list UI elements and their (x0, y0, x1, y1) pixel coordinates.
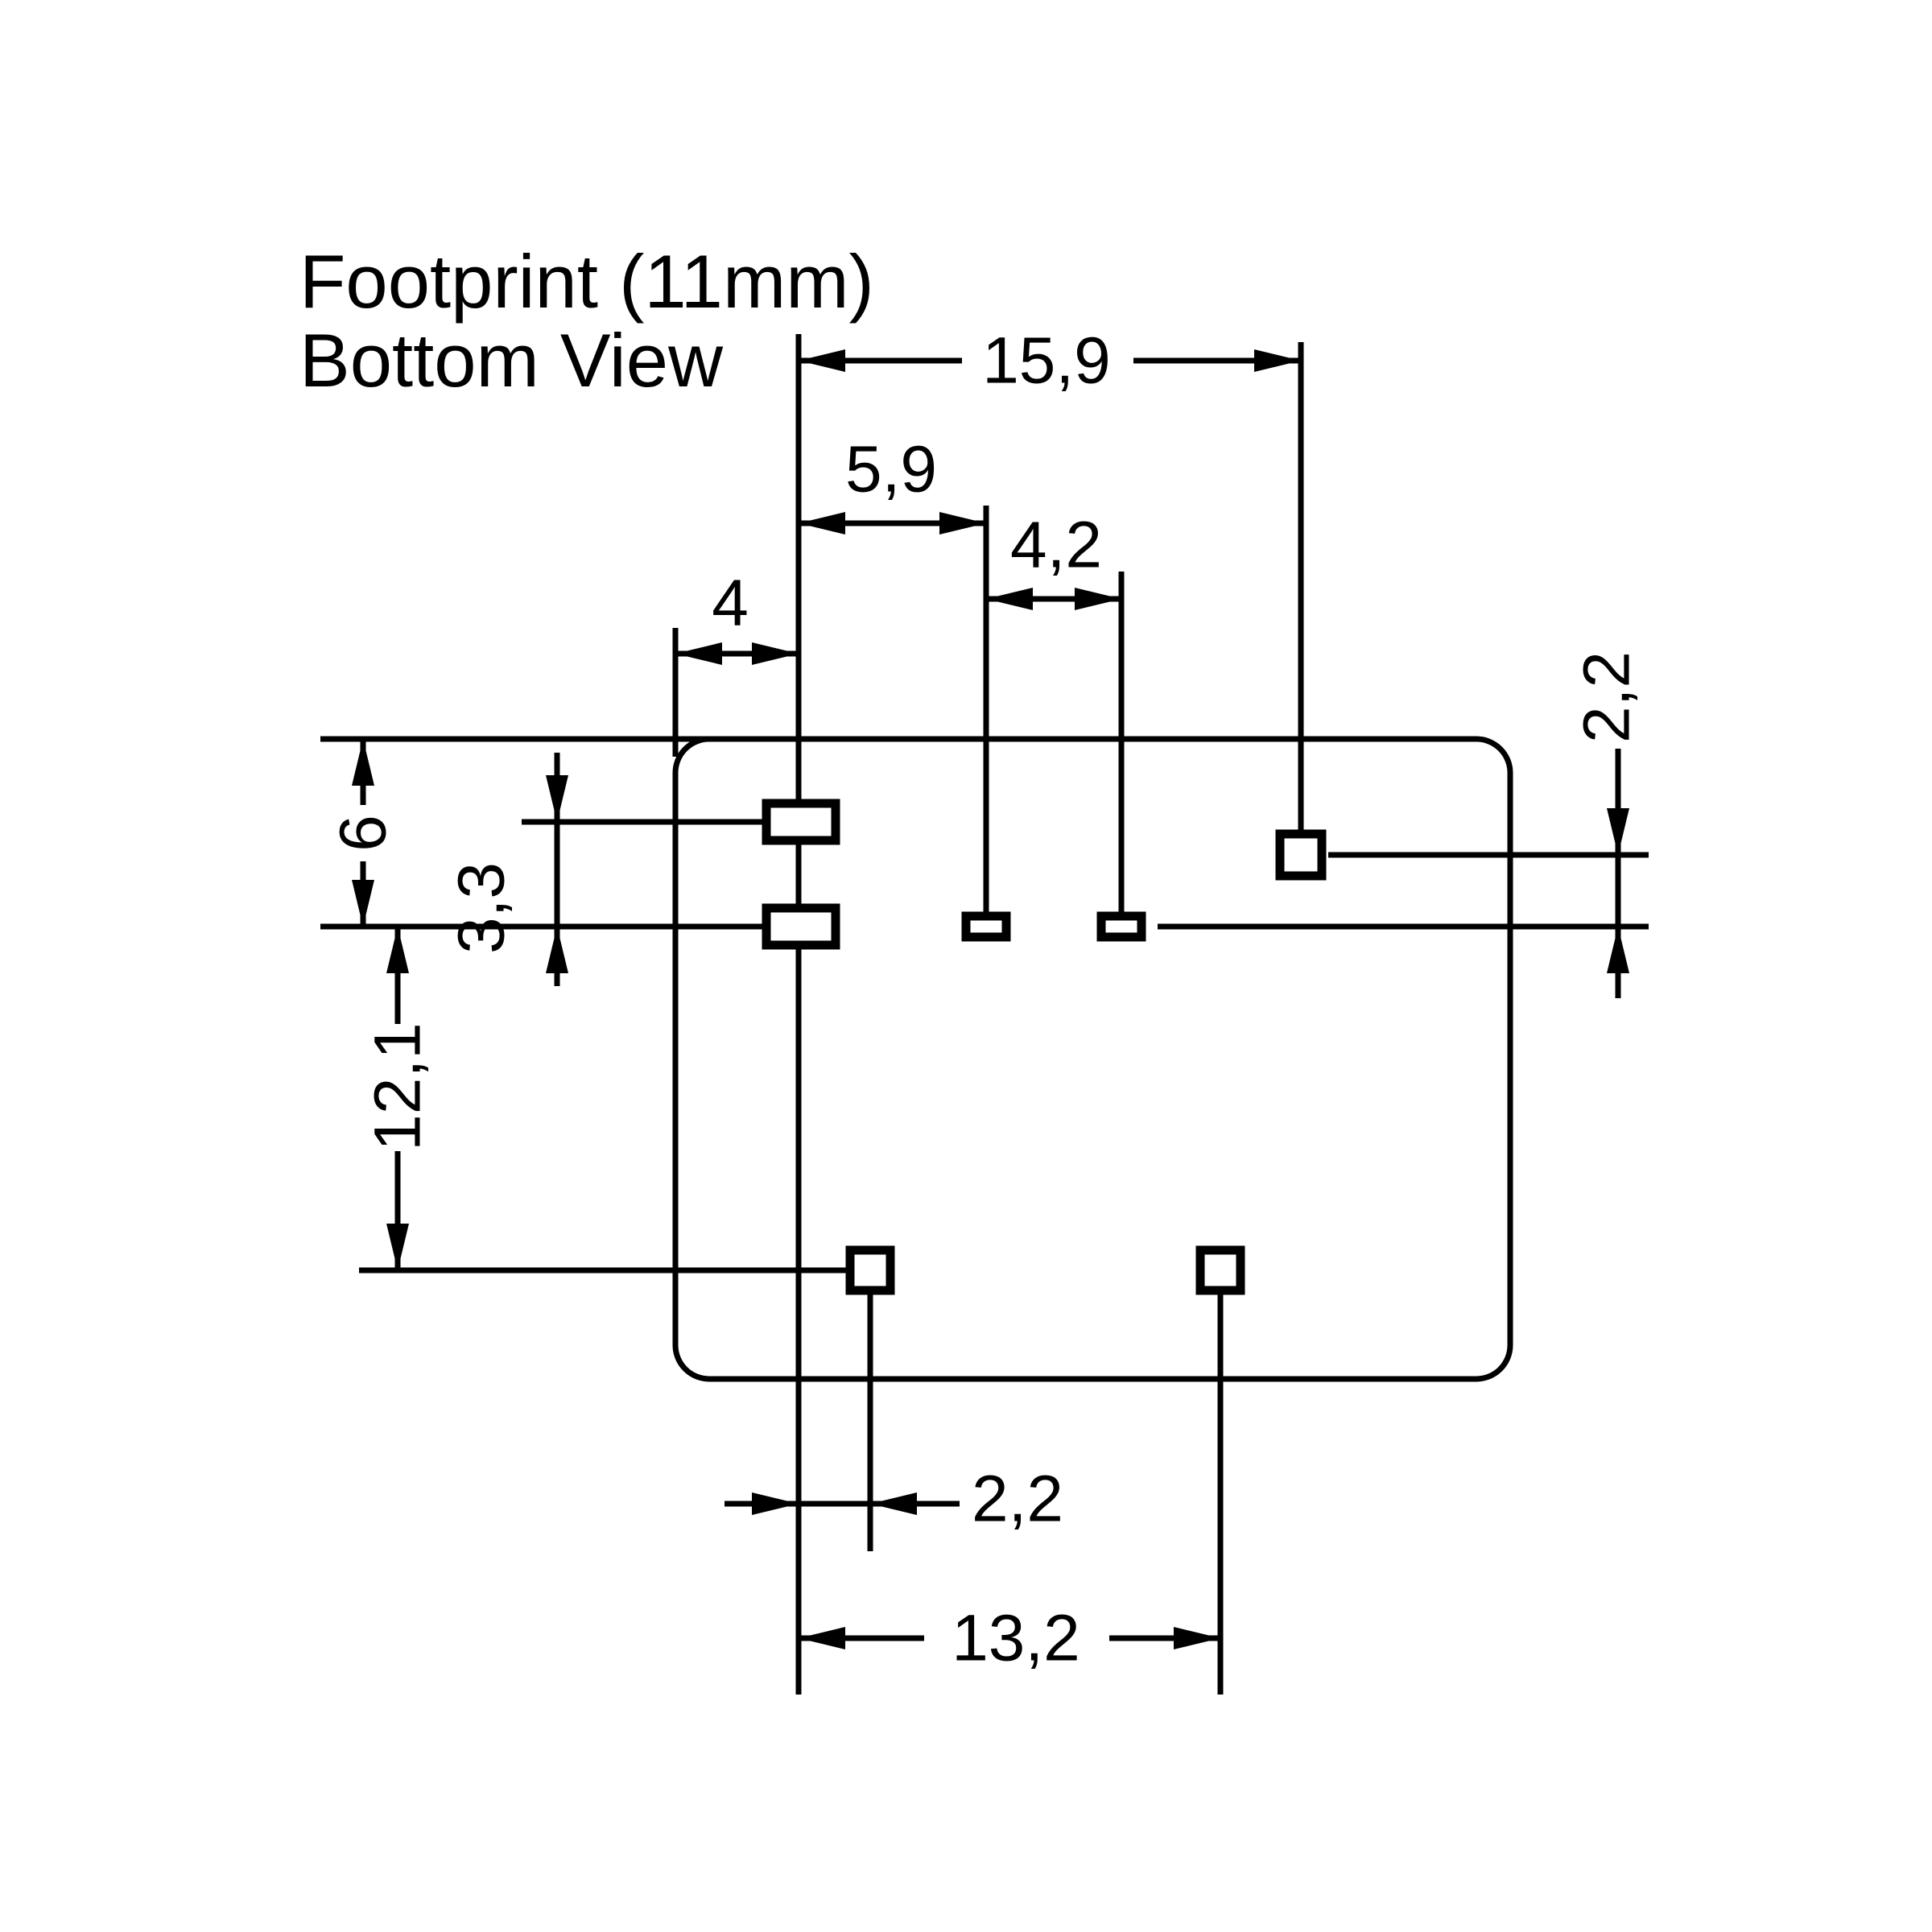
arrow-left-icon (986, 588, 1033, 610)
bottom-left-pad (845, 1245, 895, 1295)
drawing-title-line2: Bottom View (299, 318, 724, 402)
dim-label-2-2-bottom: 2,2 (972, 1463, 1063, 1536)
arrow-up-icon (546, 927, 568, 973)
coil-pad-a (961, 911, 1011, 942)
dim-label-15-9: 15,9 (982, 324, 1111, 398)
arrow-right-icon (939, 512, 986, 535)
arrow-left-icon (870, 1492, 917, 1515)
extension-lines (320, 334, 1649, 1695)
coil-pad-b (1096, 911, 1146, 942)
arrow-right-icon (752, 642, 799, 665)
arrow-right-icon (1254, 349, 1301, 372)
arrow-left-icon (799, 1627, 845, 1649)
dim-label-6: 6 (327, 815, 400, 852)
dimension-lines (352, 349, 1629, 1649)
arrow-up-icon (386, 927, 409, 973)
arrow-down-icon (1607, 808, 1629, 855)
arrow-down-icon (386, 1224, 409, 1270)
arrow-left-icon (675, 642, 722, 665)
arrow-right-icon (1075, 588, 1121, 610)
left-pad-row2 (762, 903, 840, 950)
dim-label-2-2-right: 2,2 (1571, 651, 1644, 743)
arrow-left-icon (799, 512, 845, 535)
dim-label-4-2: 4,2 (1010, 509, 1102, 582)
arrow-right-icon (1174, 1627, 1220, 1649)
left-pad-row1 (762, 799, 840, 845)
arrow-up-icon (352, 739, 374, 786)
dim-label-3-3: 3,3 (445, 862, 518, 954)
solder-pads (762, 799, 1327, 1295)
arrow-down-icon (546, 775, 568, 822)
dim-label-12-1: 12,1 (361, 1022, 435, 1151)
bottom-right-pad (1195, 1245, 1245, 1295)
relay-body-outline (672, 736, 1513, 1382)
drawing-title-line1: Footprint (11mm) (299, 239, 874, 324)
arrow-down-icon (352, 880, 374, 927)
arrow-right-icon (752, 1492, 799, 1515)
dim-label-5-9: 5,9 (845, 433, 937, 506)
dim-label-13-2: 13,2 (952, 1602, 1080, 1675)
arrow-up-icon (1607, 927, 1629, 973)
arrow-left-icon (799, 349, 845, 372)
right-pad (1275, 829, 1327, 881)
dim-label-4: 4 (712, 567, 749, 640)
